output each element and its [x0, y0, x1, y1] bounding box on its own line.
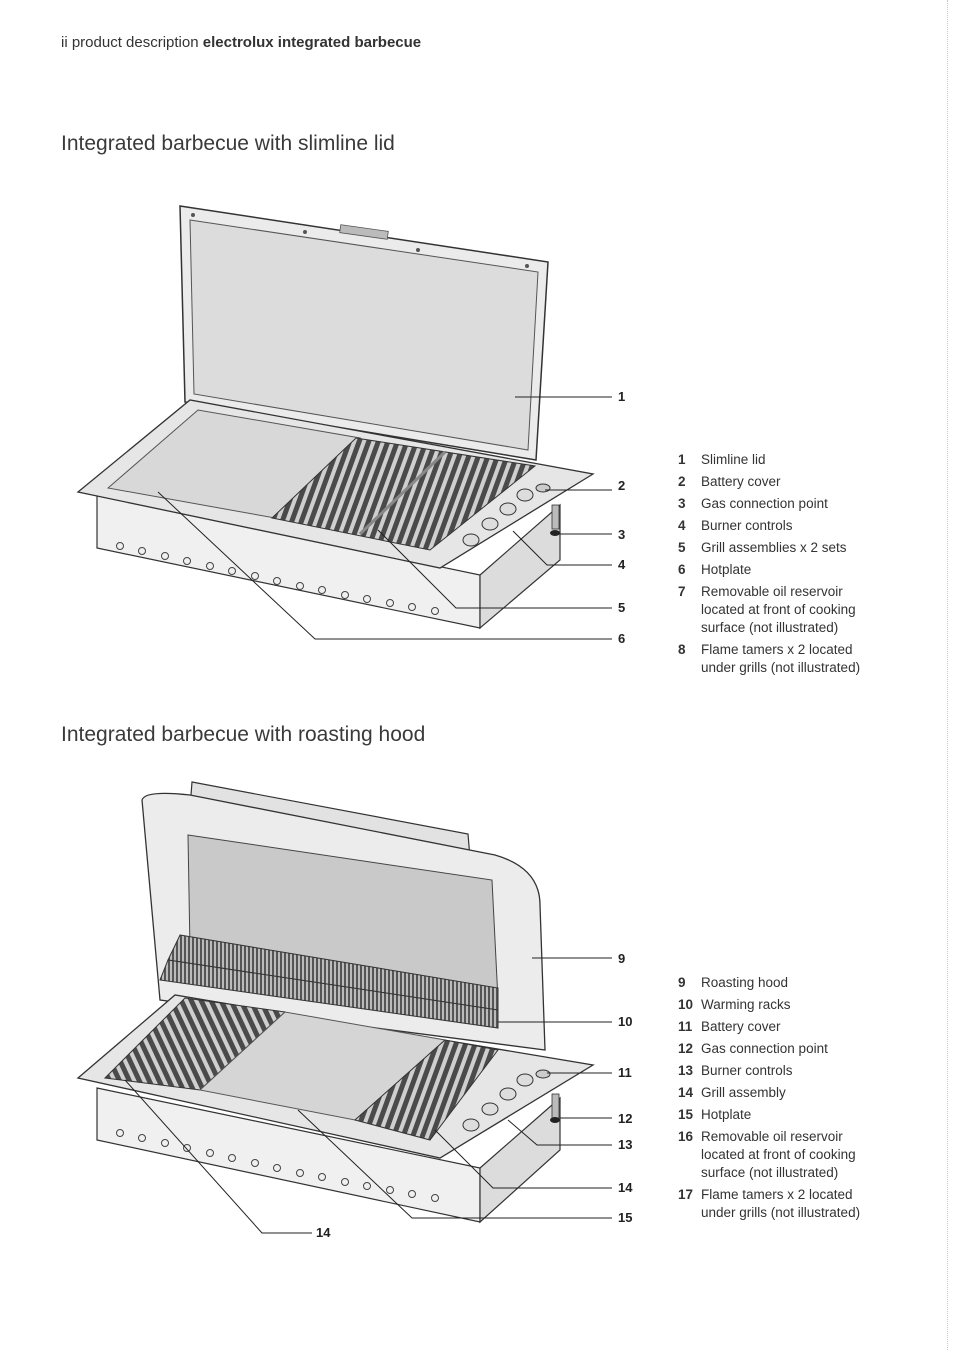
- hotplate: [106, 409, 362, 519]
- legend-number: 1: [678, 452, 686, 467]
- legend-text: Burner controls: [701, 518, 793, 533]
- legend-number: 13: [678, 1063, 694, 1078]
- legend-item: 12 Gas connection point: [678, 1040, 878, 1058]
- legend-text: Grill assemblies x 2 sets: [701, 540, 847, 555]
- legend-item: 9 Roasting hood: [678, 974, 878, 992]
- header-prefix: ii product description: [61, 34, 203, 51]
- legend-text: Removable oil reservoir located at front…: [701, 1129, 856, 1180]
- legend-text: Flame tamers x 2 located under grills (n…: [701, 642, 861, 675]
- legend-item: 4 Burner controls: [678, 517, 878, 535]
- vent-holes: [116, 542, 439, 615]
- legend-text: Burner controls: [701, 1063, 793, 1078]
- burner-knobs-2: [462, 1073, 534, 1132]
- legend-number: 11: [678, 1019, 693, 1034]
- header-title: electrolux integrated barbecue: [202, 34, 422, 51]
- battery-cover-2: [535, 1069, 551, 1079]
- legend-item: 16 Removable oil reservoir located at fro…: [678, 1128, 878, 1182]
- legend-item: 1 Slimline lid: [678, 451, 878, 469]
- running-header: ii product description electrolux integr…: [61, 34, 421, 51]
- slimline-barbecue-drawing: 1 2 3 4 5 6: [76, 205, 626, 646]
- grill-assembly-right: [353, 1039, 499, 1141]
- vent-holes-2: [116, 1129, 439, 1202]
- legend-text: Gas connection point: [701, 1041, 828, 1056]
- legend-number: 4: [678, 518, 686, 533]
- legend-number: 2: [678, 474, 686, 489]
- gas-connection-point-2: [551, 1093, 560, 1119]
- legend-item: 10 Warming racks: [678, 996, 878, 1014]
- legend-text: Flame tamers x 2 located under grills (n…: [701, 1187, 861, 1220]
- legend-number: 10: [678, 997, 694, 1012]
- legend-number: 16: [678, 1129, 694, 1144]
- legend-text: Hotplate: [701, 1107, 752, 1122]
- legend-text: Grill assembly: [701, 1085, 786, 1100]
- legend-number: 3: [678, 496, 686, 511]
- lid-handle: [339, 224, 389, 240]
- legend-slimline: 1 Slimline lid 2 Battery cover 3 Gas connec…: [678, 451, 878, 681]
- callout-14-left: 14: [316, 1225, 331, 1240]
- legend-number: 15: [678, 1107, 694, 1122]
- legend-item: 5 Grill assemblies x 2 sets: [678, 539, 878, 557]
- roasting-hood-barbecue-drawing: 9 10 11 12 13 14 15 14: [76, 781, 633, 1240]
- legend-text: Battery cover: [701, 1019, 781, 1034]
- callout-9: 9: [618, 951, 625, 966]
- legend-roasting-hood: 9 Roasting hood 10 Warming racks 11 Battery…: [678, 974, 878, 1226]
- legend-item: 17 Flame tamers x 2 located under grills …: [678, 1186, 878, 1222]
- legend-number: 9: [678, 975, 686, 990]
- legend-text: Warming racks: [701, 997, 791, 1012]
- callout-lines-section-1: [157, 396, 612, 640]
- warming-rack-lower: [159, 959, 499, 1029]
- legend-number: 8: [678, 642, 686, 657]
- legend-item: 3 Gas connection point: [678, 495, 878, 513]
- legend-number: 7: [678, 584, 686, 599]
- legend-text: Roasting hood: [701, 975, 789, 990]
- legend-text: Gas connection point: [701, 496, 828, 511]
- legend-item: 11 Battery cover: [678, 1018, 878, 1036]
- legend-text: Battery cover: [701, 474, 781, 489]
- callout-lines-section-2: [124, 957, 612, 1234]
- legend-number: 17: [678, 1187, 694, 1202]
- section-title-slimline: Integrated barbecue with slimline lid: [61, 132, 395, 155]
- page-margin-rule: [947, 0, 948, 1350]
- slimline-lid-panel: [189, 219, 539, 451]
- legend-text: Slimline lid: [701, 452, 766, 467]
- legend-item: 7 Removable oil reservoir located at fron…: [678, 583, 878, 637]
- legend-text: Removable oil reservoir located at front…: [701, 584, 856, 635]
- legend-number: 14: [678, 1085, 694, 1100]
- callout-2: 2: [618, 478, 625, 493]
- callout-14: 14: [618, 1180, 633, 1195]
- body-side: [479, 503, 561, 630]
- callout-1: 1: [618, 389, 625, 404]
- burner-knobs: [462, 488, 534, 547]
- legend-number: 12: [678, 1041, 694, 1056]
- callout-10: 10: [618, 1014, 632, 1029]
- legend-item: 8 Flame tamers x 2 located under grills (…: [678, 641, 878, 677]
- legend-item: 6 Hotplate: [678, 561, 878, 579]
- callout-15: 15: [618, 1210, 632, 1225]
- callout-4: 4: [618, 557, 626, 572]
- callout-5: 5: [618, 600, 625, 615]
- legend-item: 14 Grill assembly: [678, 1084, 878, 1102]
- legend-number: 5: [678, 540, 686, 555]
- legend-number: 6: [678, 562, 686, 577]
- section-title-roasting-hood: Integrated barbecue with roasting hood: [61, 723, 426, 746]
- callout-12: 12: [618, 1111, 632, 1126]
- callout-6: 6: [618, 631, 625, 646]
- legend-item: 13 Burner controls: [678, 1062, 878, 1080]
- legend-text: Hotplate: [701, 562, 752, 577]
- gas-connection-point: [551, 504, 560, 530]
- battery-cover: [535, 483, 551, 493]
- callout-11: 11: [618, 1065, 632, 1080]
- legend-item: 2 Battery cover: [678, 473, 878, 491]
- callout-13: 13: [618, 1137, 632, 1152]
- callout-3: 3: [618, 527, 625, 542]
- legend-item: 15 Hotplate: [678, 1106, 878, 1124]
- body-side-2: [479, 1096, 561, 1224]
